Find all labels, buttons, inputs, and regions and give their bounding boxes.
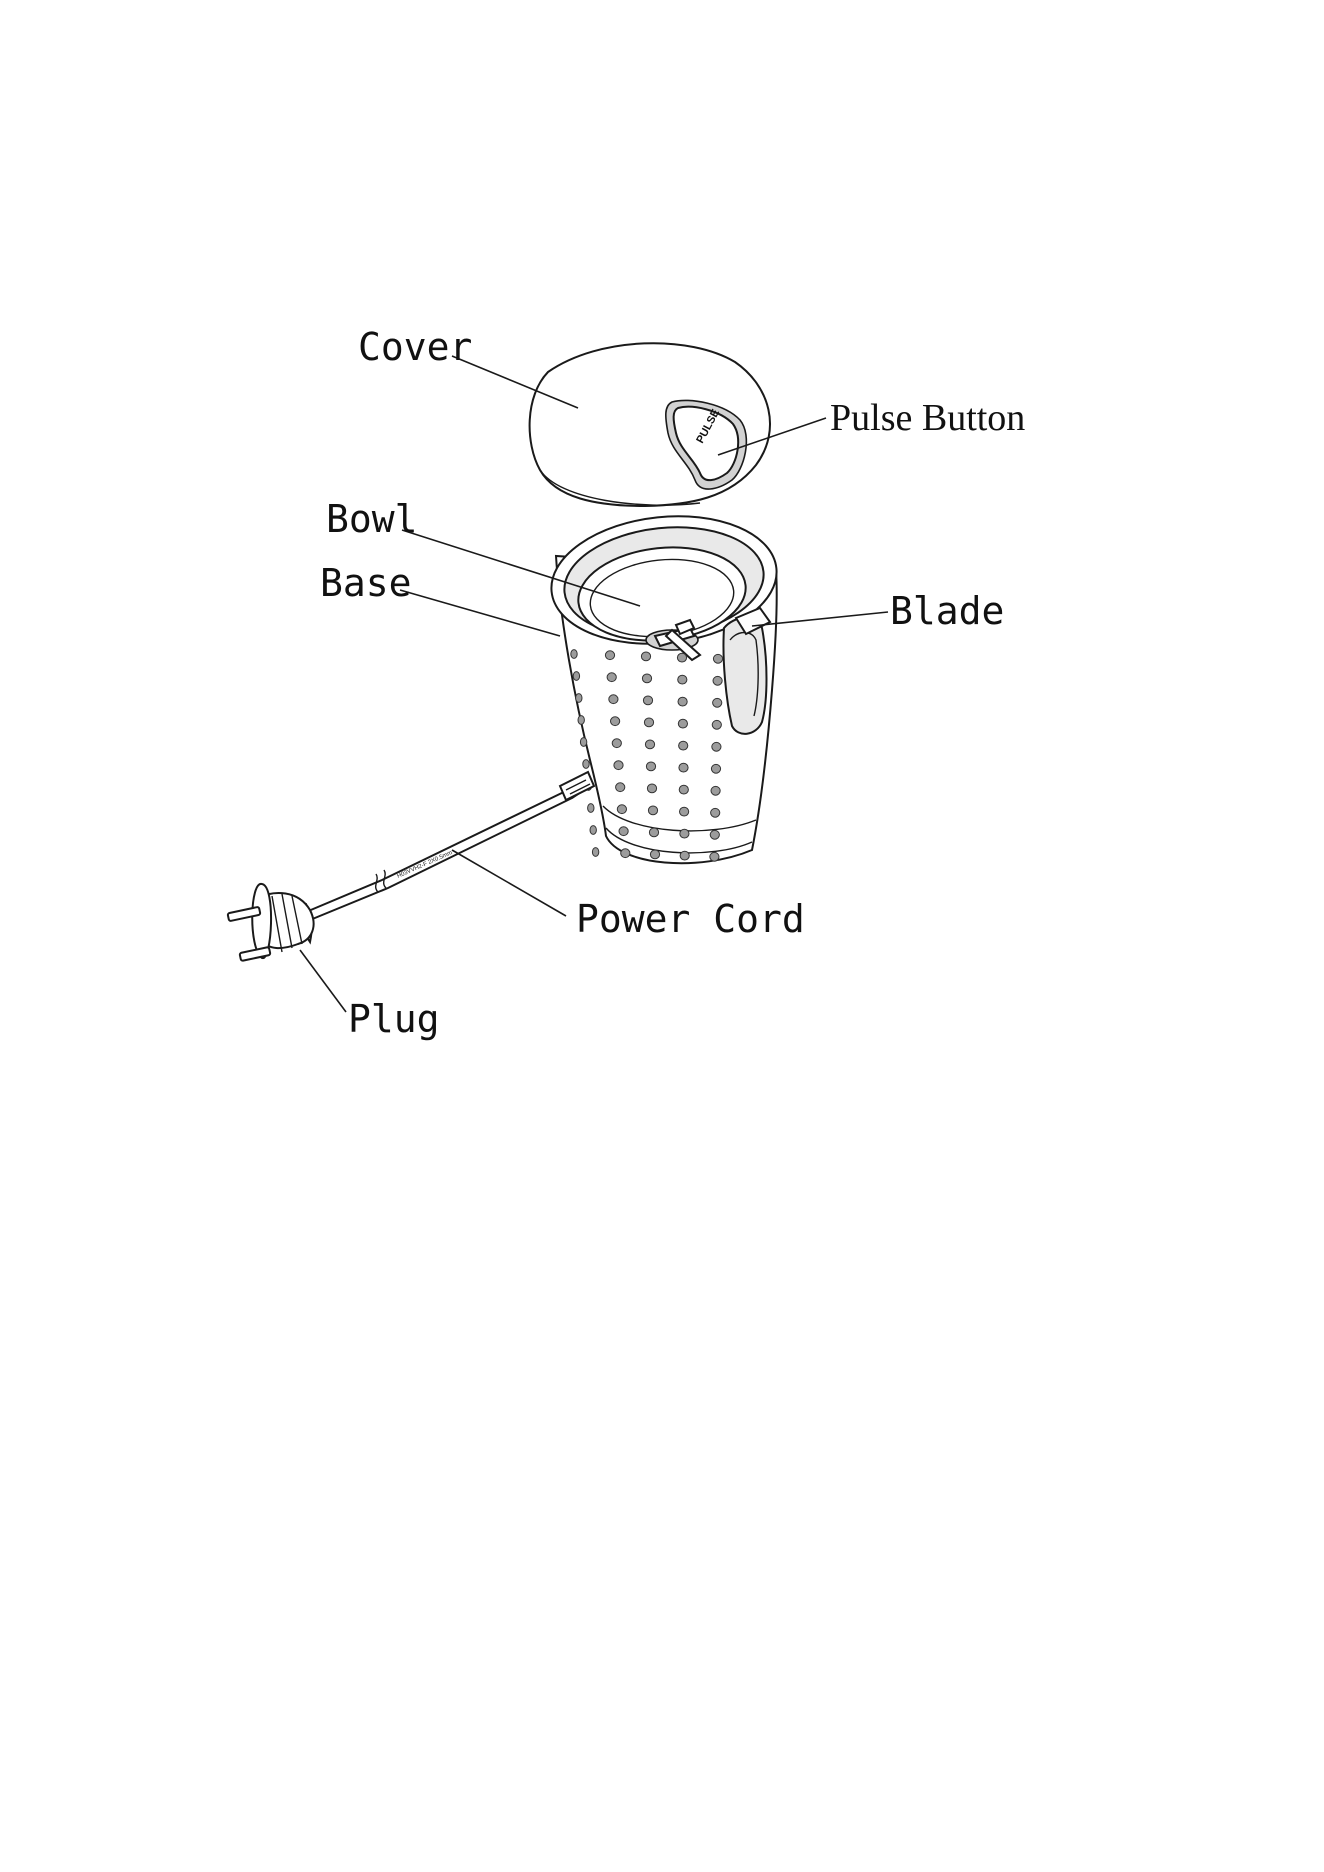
vent-hole	[712, 720, 721, 729]
vent-hole	[645, 740, 654, 749]
vent-hole	[679, 763, 688, 772]
power-cord-label: Power Cord	[576, 897, 805, 941]
vent-hole	[592, 848, 598, 857]
vent-hole	[614, 761, 623, 770]
vent-hole	[710, 852, 719, 861]
vent-hole	[711, 808, 720, 817]
power-cord-part: H03VVH2-F 2X0.5mm	[306, 772, 594, 920]
vent-hole	[611, 717, 620, 726]
vent-hole	[678, 719, 687, 728]
cover-part: PULSE	[530, 343, 770, 506]
vent-hole	[648, 806, 657, 815]
base-leader	[400, 590, 560, 636]
vent-hole	[712, 742, 721, 751]
vent-hole	[711, 764, 720, 773]
vent-hole	[646, 762, 655, 771]
vent-hole	[641, 652, 650, 661]
vent-hole	[607, 673, 616, 682]
vent-hole	[677, 653, 686, 662]
vent-hole	[678, 697, 687, 706]
vent-hole	[679, 741, 688, 750]
vent-hole	[649, 828, 658, 837]
vent-hole	[617, 805, 626, 814]
vent-hole	[612, 739, 621, 748]
plug-leader	[300, 950, 346, 1012]
vent-hole	[621, 849, 630, 858]
vent-hole	[710, 830, 719, 839]
vent-hole	[583, 760, 589, 769]
vent-hole	[713, 654, 722, 663]
vent-hole	[711, 786, 720, 795]
vent-hole	[680, 807, 689, 816]
vent-hole	[619, 827, 628, 836]
base-label: Base	[320, 561, 412, 605]
vent-hole	[680, 829, 689, 838]
vent-hole	[609, 695, 618, 704]
vent-hole	[605, 651, 614, 660]
plug-part	[228, 884, 314, 961]
pulse-button-label: Pulse Button	[830, 397, 1025, 439]
vent-hole	[713, 698, 722, 707]
vent-hole	[643, 696, 652, 705]
vent-hole	[678, 675, 687, 684]
svg-text:H03VVH2-F 2X0.5mm: H03VVH2-F 2X0.5mm	[396, 850, 453, 880]
vent-hole	[647, 784, 656, 793]
vent-hole	[650, 850, 659, 859]
vent-hole	[713, 676, 722, 685]
vent-hole	[580, 738, 586, 747]
vent-hole	[571, 650, 577, 659]
blade-label: Blade	[890, 589, 1004, 633]
bowl-label: Bowl	[326, 497, 418, 541]
vent-hole	[590, 826, 596, 835]
vent-hole	[642, 674, 651, 683]
plug-label: Plug	[348, 997, 440, 1041]
vent-hole	[679, 785, 688, 794]
cover-label: Cover	[358, 325, 472, 369]
power-cord-leader	[452, 850, 566, 916]
vent-hole	[573, 672, 579, 681]
vent-hole	[576, 694, 582, 703]
vent-hole	[644, 718, 653, 727]
vent-hole	[588, 804, 594, 813]
vent-hole	[578, 716, 584, 725]
vent-hole	[616, 783, 625, 792]
vent-hole	[680, 851, 689, 860]
base-part	[545, 506, 783, 864]
